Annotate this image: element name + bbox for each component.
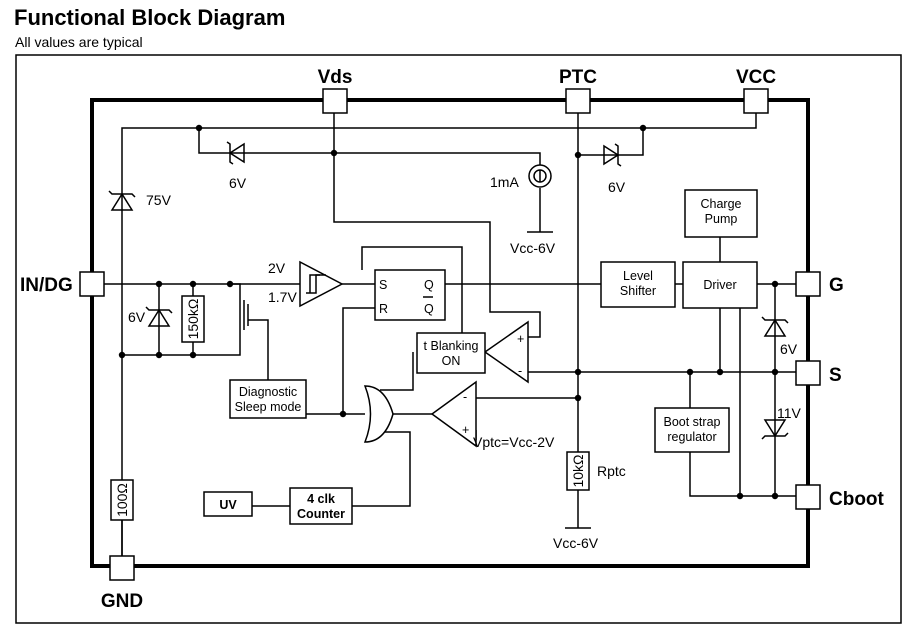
zener-diode-vds xyxy=(226,141,245,165)
zener-diode-g-s xyxy=(761,316,789,337)
sr-flipflop xyxy=(374,269,446,321)
blanking-comparator xyxy=(483,320,529,384)
level-shifter-block xyxy=(600,261,676,308)
pin-ptc xyxy=(565,88,591,114)
label-comparator-high: 2V xyxy=(268,260,286,276)
counter-line2: Counter xyxy=(297,507,345,521)
label-vcc-6v-bottom: Vcc-6V xyxy=(553,535,599,551)
boot-strap-line1: Boot strap xyxy=(664,415,721,429)
pin-gnd xyxy=(109,555,135,581)
boot-strap-block xyxy=(654,407,730,453)
driver-block xyxy=(682,261,758,309)
level-shifter-line2: Shifter xyxy=(620,284,656,298)
mosfet xyxy=(239,300,249,330)
diagnostic-line2: Sleep mode xyxy=(235,400,302,414)
label-rptc: Rptc xyxy=(597,463,626,479)
pin-in-dg xyxy=(79,271,105,297)
pin-label-in-dg: IN/DG xyxy=(20,275,73,296)
ff-r-label: R xyxy=(379,302,388,316)
pin-s xyxy=(795,360,821,386)
pin-cboot xyxy=(795,484,821,510)
charge-pump-block xyxy=(684,189,758,238)
uv-block xyxy=(203,491,253,517)
counter-block xyxy=(289,487,353,525)
label-res-10k: 10kΩ xyxy=(570,454,586,487)
pin-label-vds: Vds xyxy=(318,67,353,88)
driver-label: Driver xyxy=(703,278,736,292)
ff-qbar-label: Q xyxy=(424,302,434,316)
outer-frame xyxy=(15,54,902,624)
label-res-150k: 150kΩ xyxy=(185,299,201,340)
t-blanking-line2: ON xyxy=(442,354,461,368)
wires xyxy=(104,112,808,570)
label-zener-vds: 6V xyxy=(229,175,247,191)
opamp-lower-minus: - xyxy=(463,390,467,404)
page-subtitle: All values are typical xyxy=(15,34,143,50)
boot-strap-line2: regulator xyxy=(667,430,716,444)
zener-diode-75v xyxy=(108,190,136,211)
t-blanking-block xyxy=(416,332,486,374)
diagnostic-block xyxy=(229,379,307,419)
ff-q-label: Q xyxy=(424,278,434,292)
diagnostic-line1: Diagnostic xyxy=(239,385,297,399)
label-vcc-6v-top: Vcc-6V xyxy=(510,240,556,256)
label-res-100: 100Ω xyxy=(114,483,130,517)
pin-label-ptc: PTC xyxy=(559,67,597,88)
level-shifter-line1: Level xyxy=(623,269,653,283)
pin-label-g: G xyxy=(829,275,844,296)
resistor-150k xyxy=(181,295,205,343)
pin-vcc xyxy=(743,88,769,114)
opamp-upper-plus: + xyxy=(517,332,524,346)
label-zener-g-s: 6V xyxy=(780,341,798,357)
label-zener-75v: 75V xyxy=(146,192,172,208)
pin-label-gnd: GND xyxy=(101,591,143,612)
ptc-comparator xyxy=(430,380,477,448)
ff-s-label: S xyxy=(379,278,387,292)
label-current-source: 1mA xyxy=(490,174,519,190)
pin-label-cboot: Cboot xyxy=(829,489,885,510)
label-zener-in: 6V xyxy=(128,309,146,325)
charge-pump-line2: Pump xyxy=(705,212,738,226)
opamp-lower-plus: + xyxy=(462,423,469,437)
label-zener-s-cboot: 11V xyxy=(777,405,802,421)
ic-body xyxy=(90,98,810,568)
zener-diode-s-cboot xyxy=(761,419,789,440)
schmitt-comparator xyxy=(299,260,344,308)
junction-dots xyxy=(118,124,779,500)
t-blanking-line1: t Blanking xyxy=(424,339,479,353)
pin-label-s: S xyxy=(829,365,842,386)
zener-diode-vcc xyxy=(603,143,622,167)
resistor-100 xyxy=(110,479,134,521)
pin-vds xyxy=(322,88,348,114)
opamp-upper-minus: - xyxy=(518,364,522,378)
resistor-10k xyxy=(566,451,590,491)
current-source xyxy=(528,164,552,188)
pin-g xyxy=(795,271,821,297)
zener-diode-in xyxy=(145,306,173,327)
pin-label-vcc: VCC xyxy=(736,67,776,88)
label-comparator-low: 1.7V xyxy=(268,289,297,305)
or-gate xyxy=(363,385,394,443)
charge-pump-line1: Charge xyxy=(701,197,742,211)
counter-line1: 4 clk xyxy=(307,492,335,506)
label-zener-vcc: 6V xyxy=(608,179,626,195)
uv-label: UV xyxy=(219,498,237,512)
page-title: Functional Block Diagram xyxy=(14,5,286,30)
label-vptc: Vptc=Vcc-2V xyxy=(473,434,555,450)
